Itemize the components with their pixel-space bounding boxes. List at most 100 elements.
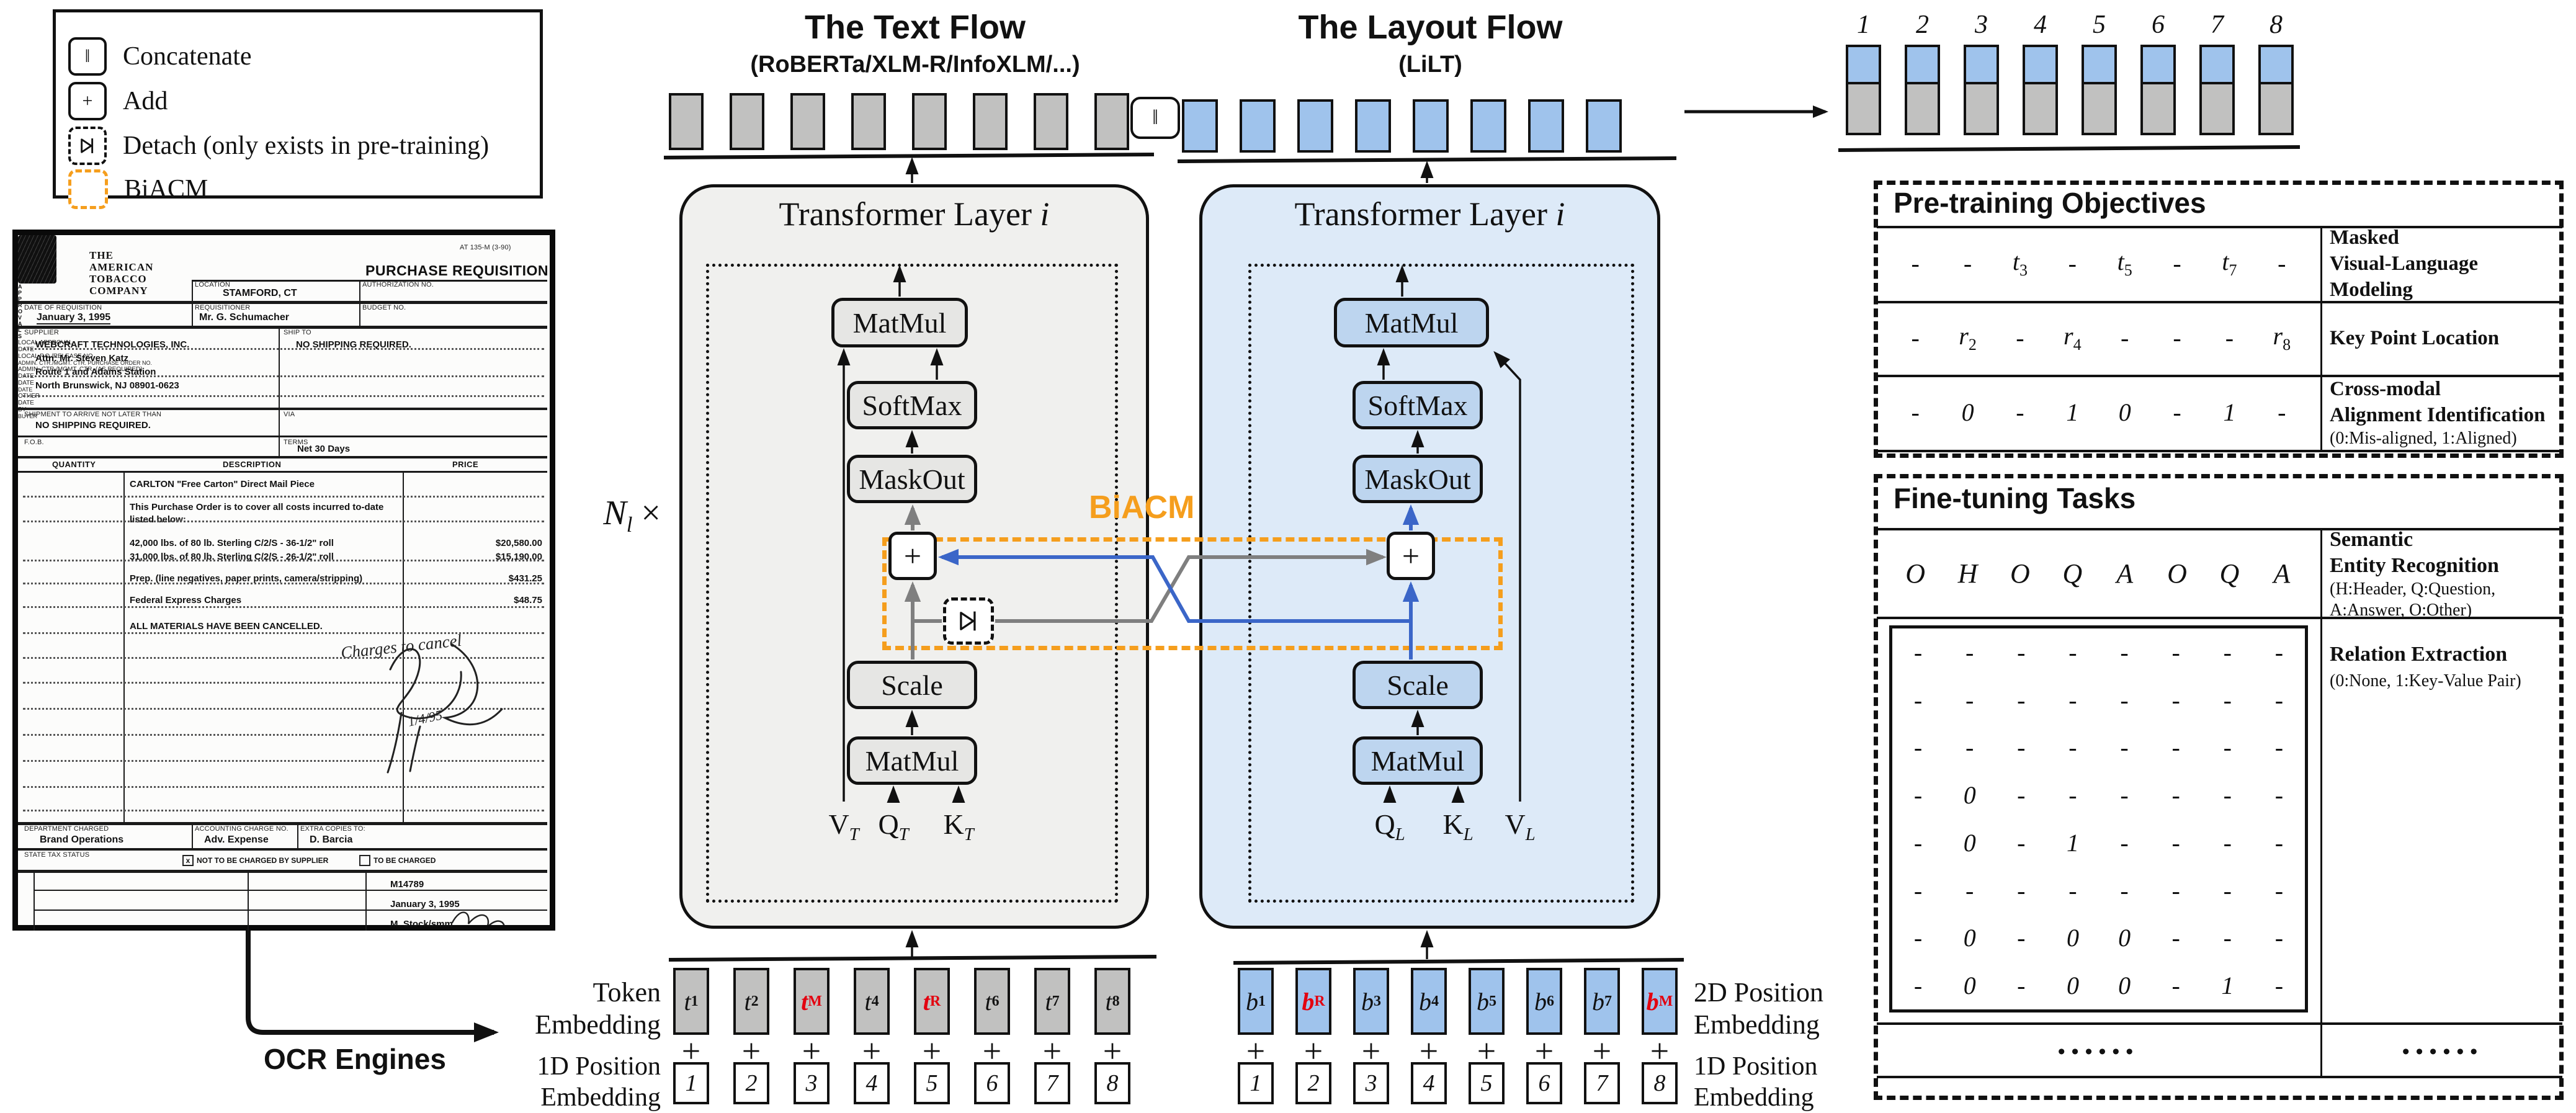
matrix-cell: - [2120,733,2129,762]
table-hline [1877,450,2562,452]
approvals-letter: R [18,302,22,308]
pretraining-value: 0 [2118,398,2131,426]
matrix-cell: - [1913,972,1923,1000]
matrix-cell: - [2171,638,2180,666]
matrix-cell: 0 [1963,781,1976,810]
stack-number: 6 [2152,11,2165,39]
pretraining-row-label: Key Point Location [2330,301,2565,375]
matrix-cell: - [2223,638,2232,666]
pretraining-value: t3 [2012,248,2028,279]
legend-item: +Add [68,82,168,120]
text-layer-index: i [1040,195,1050,233]
doc-hline [18,471,547,473]
text-detach-icon [943,597,994,645]
doc-text: SHIPMENT TO ARRIVE NOT LATER THAN [24,411,162,418]
layout-plus-row: ++++++++ [1238,1032,1678,1070]
approvals-letter: S [18,333,22,339]
add-icon: + [68,82,107,120]
item-desc: ALL MATERIALS HAVE BEEN CANCELLED. [130,621,323,632]
add-glyph: + [1102,1032,1122,1070]
pretraining-value: - [2121,324,2129,352]
ser-value: Q [2062,558,2083,589]
layout-softmax: SoftMax [1353,381,1483,429]
doc-dotted-line [23,496,544,498]
stack-layout-segment [1846,45,1881,84]
doc-hline [192,280,547,282]
matrix-cell: - [2120,638,2129,666]
stack-number: 4 [2034,11,2047,39]
stack-layout-segment [2199,45,2235,84]
text-output-bar [851,93,886,150]
matrix-cell: - [2171,876,2180,905]
dots-right: •••••• [2402,1040,2484,1063]
text-scale: Scale [847,661,977,709]
legend-item: BiACM [68,169,208,209]
layout-output-bar [1182,99,1218,153]
concat-icon: ‖ [68,37,107,76]
n-sub: l [626,512,633,537]
position-box: 3 [794,1062,830,1104]
relation-extraction-matrix: -------------------------0-------0-1----… [1889,625,2308,1012]
ser-value: O [2167,558,2187,589]
biacm-label: BiACM [1089,489,1195,525]
doc-dotted-line [23,395,544,397]
doc-text: PRICE [452,460,479,469]
company-name-line: TOBACCO [89,273,147,285]
biacm-box [882,537,1503,650]
pretraining-value: - [1911,398,1920,426]
layout-maskout: MaskOut [1353,455,1483,503]
approval-label: ADMIN. CTR./MGMT. CTR. PURCHASE ORDER NO… [18,360,153,366]
pretraining-values: --t3-t5-t7- [1889,226,2308,301]
add-glyph: + [1419,1032,1439,1070]
doc-text: DESCRIPTION [223,460,282,469]
pretraining-value: r2 [1959,322,1977,354]
pretraining-value: t5 [2117,248,2132,279]
doc-dotted-line [23,760,544,762]
doc-title: PURCHASE REQUISITION [365,262,548,279]
label-line: Visual-Language Modeling [2330,252,2478,301]
item-price: $431.25 [508,573,542,584]
matrix-cell: - [2068,686,2077,714]
layout-output-bars [1182,99,1622,153]
doc-text: SUPPLIER [24,329,60,336]
stack-column: 4 [2023,5,2058,135]
add-glyph: + [741,1032,761,1070]
doc-dotted-line [23,708,544,710]
n-times: × [641,494,661,532]
doc-hline [34,910,547,911]
stack-text-segment [1905,82,1940,135]
table-hline [1877,617,2562,619]
item-price: $15,190.00 [495,552,542,562]
ser-value: A [2273,558,2291,589]
text-layer-title: Transformer Layer i [679,195,1149,233]
matrix-cell: - [1913,828,1923,857]
pretraining-value: - [2016,324,2024,352]
text-output-bars [669,93,1129,150]
item-price: $48.75 [514,595,542,606]
add-glyph: + [982,1032,1002,1070]
approvals-letter: V [18,315,22,321]
pretraining-value: - [2068,249,2077,277]
text-matmul-top: MatMul [831,298,968,347]
approval-label: ADMIN. CTR./MGMT. CTR. (AS REQUIRED) [18,366,143,373]
add-glyph: + [1304,1032,1323,1070]
item-desc: This Purchase Order is to cover all cost… [130,502,384,512]
table-hline [1877,375,2562,377]
table-hline [1877,1022,2562,1025]
stack-column: 7 [2199,5,2235,135]
doc-vline [359,280,360,327]
approval-label: LOCAL APPROVAL [18,339,73,346]
table-hline [1877,528,2562,530]
text-output-bar [912,93,947,150]
doc-hline [18,870,547,873]
position-box: 2 [733,1062,769,1104]
matrix-cell: - [2068,781,2077,810]
stack-text-segment [2258,82,2294,135]
add-glyph: + [1592,1032,1612,1070]
stack-text-segment [2023,82,2058,135]
